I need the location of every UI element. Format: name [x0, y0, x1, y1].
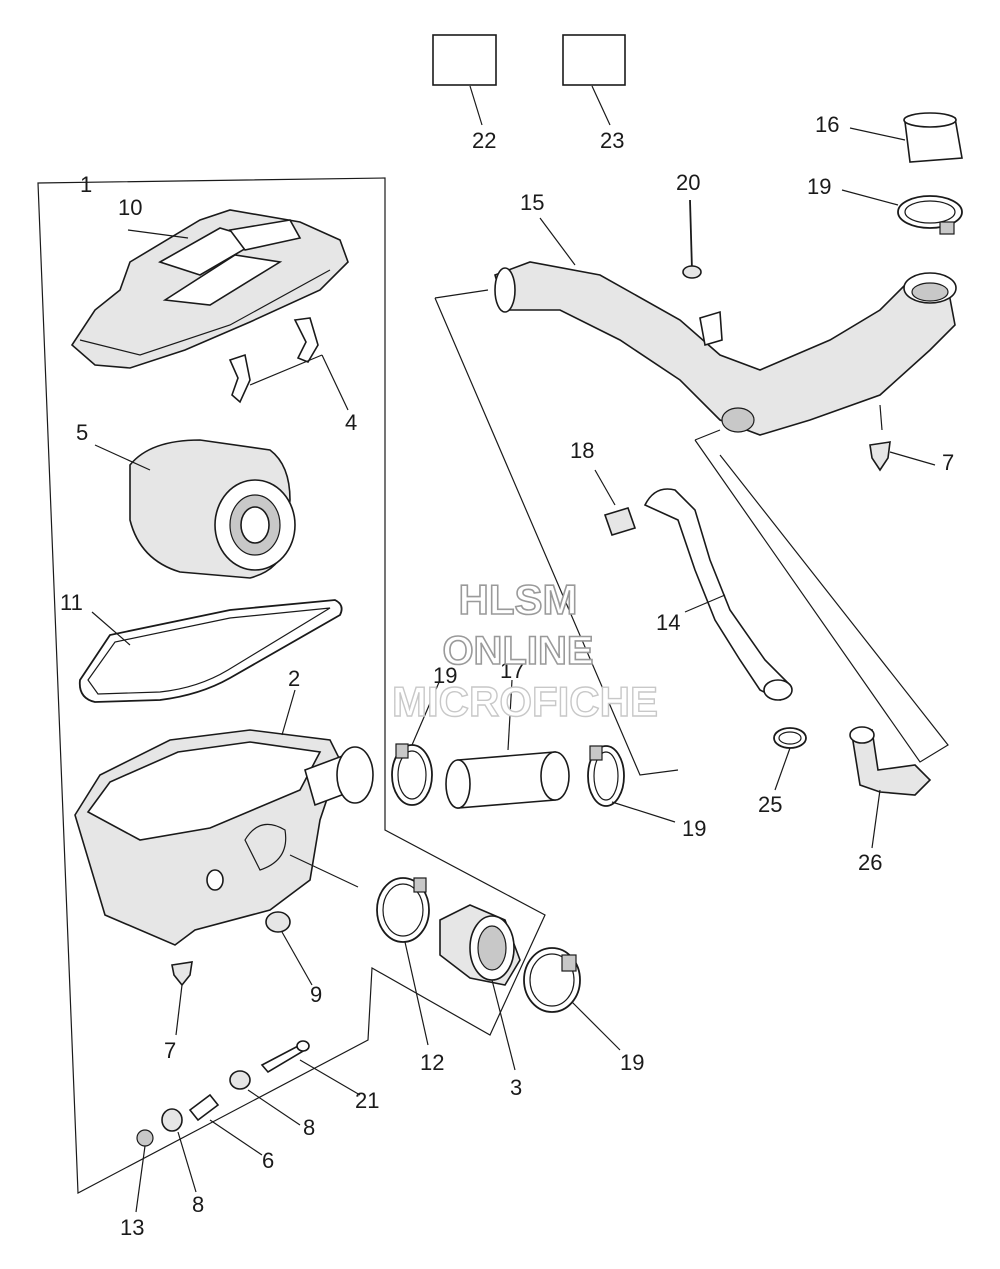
callout-23: 23 [600, 128, 624, 153]
airbox-base [74, 689, 374, 946]
callout-8-left: 8 [192, 1192, 204, 1217]
callout-21: 21 [355, 1088, 379, 1113]
hose-sleeve [445, 679, 570, 809]
clamp-25 [773, 727, 807, 791]
airbox-cover [70, 209, 349, 369]
callout-16: 16 [815, 112, 839, 137]
clamp-19-left [391, 679, 441, 806]
intake-duct [494, 217, 957, 436]
mounting-hardware [135, 1040, 361, 1213]
callout-17: 17 [500, 658, 524, 683]
drain-plug [265, 911, 291, 933]
airbox-gasket [78, 599, 343, 703]
elbow-fitting [849, 726, 932, 849]
air-filter-element [94, 439, 296, 579]
callout-2: 2 [288, 666, 300, 691]
callout-15: 15 [520, 190, 544, 215]
callout-3: 3 [510, 1075, 522, 1100]
sleeve-16 [849, 112, 963, 163]
clamp-19-right [587, 745, 676, 823]
callout-18: 18 [570, 438, 594, 463]
drain-valve-left [171, 961, 193, 987]
watermark-line-3: MICROFICHE [392, 678, 658, 725]
callout-19-right: 19 [682, 816, 706, 841]
callout-14: 14 [656, 610, 680, 635]
watermark-line-1: HLSM [459, 576, 578, 623]
callout-9: 9 [310, 982, 322, 1007]
callout-1: 1 [80, 172, 92, 197]
callout-6: 6 [262, 1148, 274, 1173]
callout-19-left: 19 [433, 663, 457, 688]
assembly-outline [37, 177, 546, 1194]
cover-clips [228, 317, 349, 411]
callout-22: 22 [472, 128, 496, 153]
callout-4: 4 [345, 410, 357, 435]
callout-7-left: 7 [164, 1038, 176, 1063]
callout-19-lower: 19 [620, 1050, 644, 1075]
drain-valve-right [869, 441, 891, 472]
callout-8-right: 8 [303, 1115, 315, 1140]
clamp-12 [376, 877, 430, 1046]
breather-hose [643, 488, 793, 702]
label-box-22 [432, 34, 497, 86]
callout-7: 7 [942, 450, 954, 475]
callout-5: 5 [76, 420, 88, 445]
clamp-19-lower [523, 947, 621, 1051]
callout-19: 19 [807, 174, 831, 199]
callout-12: 12 [420, 1050, 444, 1075]
screw-20 [682, 199, 702, 279]
callout-11: 11 [60, 590, 83, 615]
watermark-line-2: ONLINE [442, 629, 593, 673]
label-box-23 [562, 34, 626, 86]
callout-20: 20 [676, 170, 700, 195]
duct-outline [434, 289, 949, 776]
intake-boot [439, 904, 521, 1071]
callout-13: 13 [120, 1215, 144, 1240]
clamp-19-top [841, 189, 963, 235]
callout-25: 25 [758, 792, 782, 817]
callout-10: 10 [118, 195, 142, 220]
hose-clip-18 [594, 469, 637, 536]
callout-26: 26 [858, 850, 882, 875]
